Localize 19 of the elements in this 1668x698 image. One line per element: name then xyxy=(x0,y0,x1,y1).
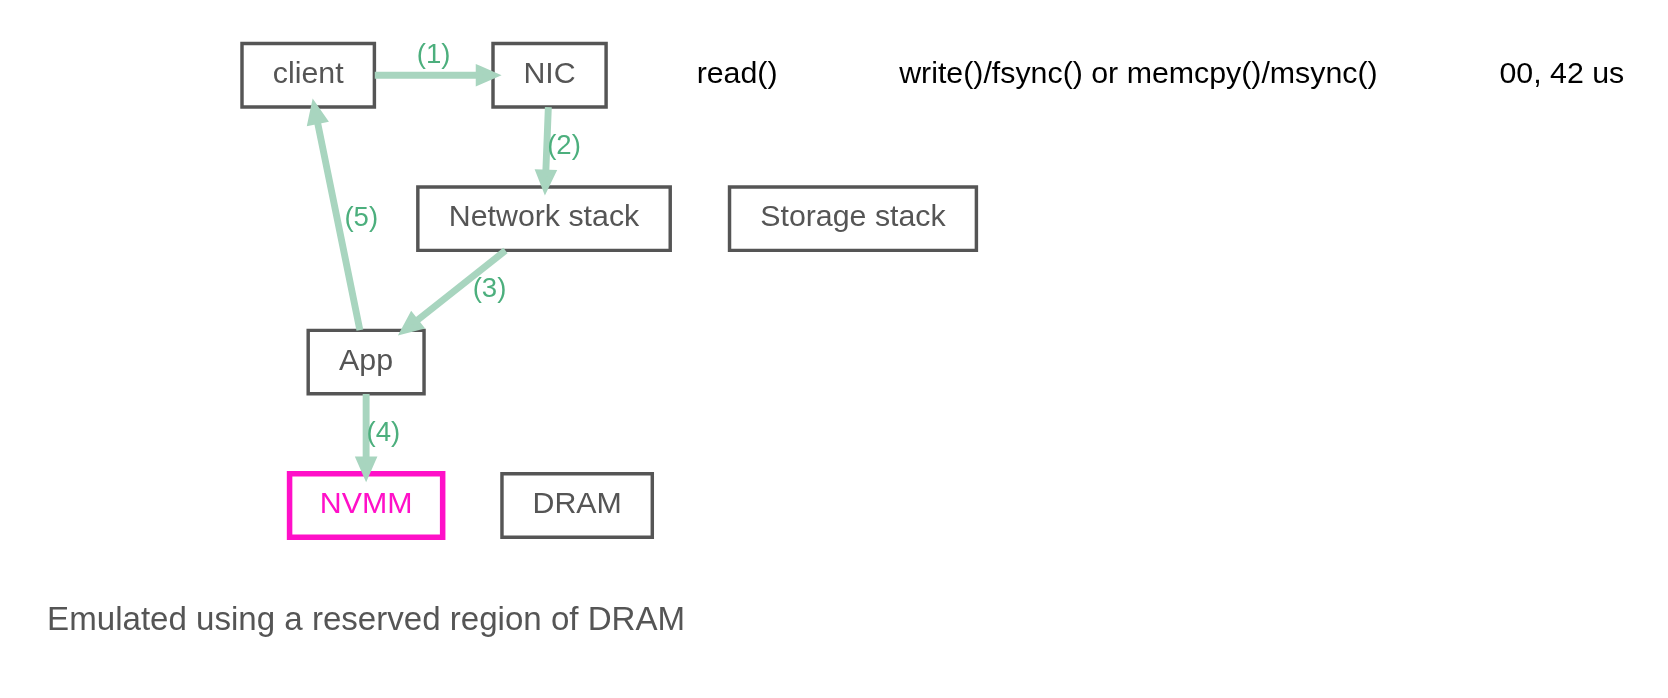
node-box: client xyxy=(240,41,377,109)
edge-label: (2) xyxy=(547,128,581,160)
node-box: DRAM xyxy=(500,472,655,539)
arrow xyxy=(306,98,364,331)
edge-label: (1) xyxy=(416,37,451,69)
arrow xyxy=(397,247,508,336)
label: 00, 42 us xyxy=(1499,55,1625,89)
arrow xyxy=(374,63,502,87)
label: read() xyxy=(696,55,778,89)
node-box: Network stack xyxy=(416,185,672,253)
node-box: Storage stack xyxy=(727,185,979,253)
node-box: NIC xyxy=(491,41,608,109)
edge-label: (4) xyxy=(366,415,401,447)
node-box: NVMM xyxy=(286,471,446,540)
edge-label: (5) xyxy=(344,200,379,232)
node-box: App xyxy=(306,328,426,396)
label: write()/fsync() or memcpy()/msync() xyxy=(899,55,1378,89)
node-label: Emulated using a reserved region of DRAM xyxy=(47,599,686,637)
edge-label: (3) xyxy=(472,272,507,304)
